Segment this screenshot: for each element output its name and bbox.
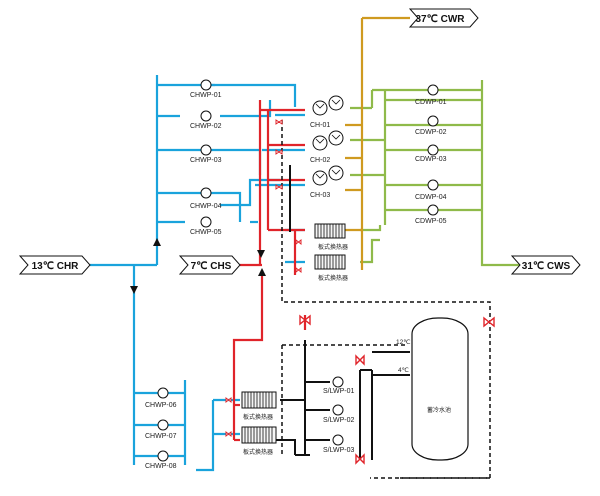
hx-label: 板式换热器	[243, 448, 273, 456]
plate-heat-exchanger-icon	[241, 426, 277, 444]
pump-label: CHWP-05	[190, 229, 222, 236]
pump-icon	[332, 434, 344, 446]
plate-heat-exchanger-icon	[314, 223, 346, 239]
tank-bottom-temp: 4℃	[398, 367, 410, 374]
tag-cwr: 37℃ CWR	[408, 8, 479, 28]
bypass-dashed	[281, 120, 491, 479]
arrow-up-icon	[258, 268, 266, 276]
valve-icon	[299, 314, 311, 326]
tag-chr-label: 13℃ CHR	[32, 261, 80, 272]
hx-label: 板式换热器	[318, 243, 348, 251]
hx-label: 板式换热器	[243, 413, 273, 421]
condenser-pump-labels: CDWP-01 CDWP-02 CDWP-03 CDWP-04 CDWP-05	[415, 99, 447, 225]
pump-label: S/LWP-03	[323, 447, 354, 454]
valve-icon	[483, 316, 495, 328]
pump-icon	[427, 144, 439, 156]
tank-label: 蓄冷水池	[427, 406, 451, 414]
valve-icon	[355, 453, 365, 465]
pump-label: CHWP-04	[190, 203, 222, 210]
pump-label: CDWP-01	[415, 99, 447, 106]
valve-icon	[295, 238, 302, 274]
pump-icon	[200, 144, 212, 156]
pump-icon	[427, 179, 439, 191]
pump-label: CDWP-05	[415, 218, 447, 225]
pump-label: CDWP-04	[415, 194, 447, 201]
valve-icon	[225, 396, 232, 438]
tag-cwr-label: 37℃ CWR	[415, 14, 465, 25]
chilled-pump-labels: CHWP-01 CHWP-02 CHWP-03 CHWP-04 CHWP-05 …	[145, 92, 222, 470]
tag-chs-label: 7℃ CHS	[191, 261, 232, 272]
arrow-up-icon	[153, 238, 161, 246]
plate-heat-exchanger-icon	[241, 391, 277, 409]
pump-icon	[200, 187, 212, 199]
pump-icon	[332, 376, 344, 388]
chilled-pumps	[157, 79, 212, 462]
pump-icon	[200, 79, 212, 91]
pump-label: CHWP-02	[190, 123, 222, 130]
pump-icon	[200, 216, 212, 228]
pump-label: S/LWP-01	[323, 388, 354, 395]
chiller-labels: CH-01 CH-02 CH-03	[310, 122, 330, 199]
pump-icon	[427, 115, 439, 127]
pump-icon	[332, 404, 344, 416]
hx-label: 板式换热器	[318, 274, 348, 282]
tag-cws: 31℃ CWS	[510, 255, 581, 275]
pump-label: CHWP-01	[190, 92, 222, 99]
condenser-pumps	[427, 84, 439, 216]
pump-icon	[200, 110, 212, 122]
arrow-down-icon	[257, 250, 265, 258]
pump-icon	[427, 84, 439, 96]
pump-label: CDWP-03	[415, 156, 447, 163]
storage-pump-labels: S/LWP-01 S/LWP-02 S/LWP-03	[323, 388, 354, 454]
arrow-down-icon	[130, 286, 138, 294]
pump-icon	[427, 204, 439, 216]
pump-label: CHWP-03	[190, 157, 222, 164]
chiller-icon	[312, 130, 344, 151]
chiller-label: CH-02	[310, 157, 330, 164]
condenser-return-piping	[345, 16, 410, 270]
valves	[225, 119, 495, 465]
pump-icon	[157, 419, 169, 431]
tag-chr: 13℃ CHR	[18, 255, 91, 275]
condenser-piping	[350, 80, 520, 267]
flow-arrows	[130, 238, 266, 294]
pump-icon	[157, 387, 169, 399]
tank-top-temp: 12℃	[396, 339, 411, 346]
tank-labels: 蓄冷水池 12℃ 4℃	[396, 339, 451, 414]
chiller-label: CH-03	[310, 192, 330, 199]
chiller-label: CH-01	[310, 122, 330, 129]
valve-icon	[355, 354, 365, 366]
storage-pumps	[332, 376, 344, 446]
heat-exchanger-labels: 板式换热器 板式换热器 板式换热器 板式换热器	[243, 243, 348, 456]
pump-label: CDWP-02	[415, 129, 447, 136]
pump-label: CHWP-07	[145, 433, 177, 440]
chillers	[312, 95, 344, 186]
heat-exchangers	[241, 223, 346, 444]
plate-heat-exchanger-icon	[314, 254, 346, 270]
pump-label: CHWP-08	[145, 463, 177, 470]
pump-label: S/LWP-02	[323, 417, 354, 424]
valve-icon	[275, 119, 283, 190]
chw-supply-piping	[232, 100, 307, 442]
pump-icon	[157, 450, 169, 462]
chiller-icon	[312, 95, 344, 116]
storage-tank	[411, 317, 469, 461]
chiller-icon	[312, 165, 344, 186]
tag-chs: 7℃ CHS	[178, 255, 241, 275]
pump-label: CHWP-06	[145, 402, 177, 409]
tag-cws-label: 31℃ CWS	[522, 261, 571, 272]
